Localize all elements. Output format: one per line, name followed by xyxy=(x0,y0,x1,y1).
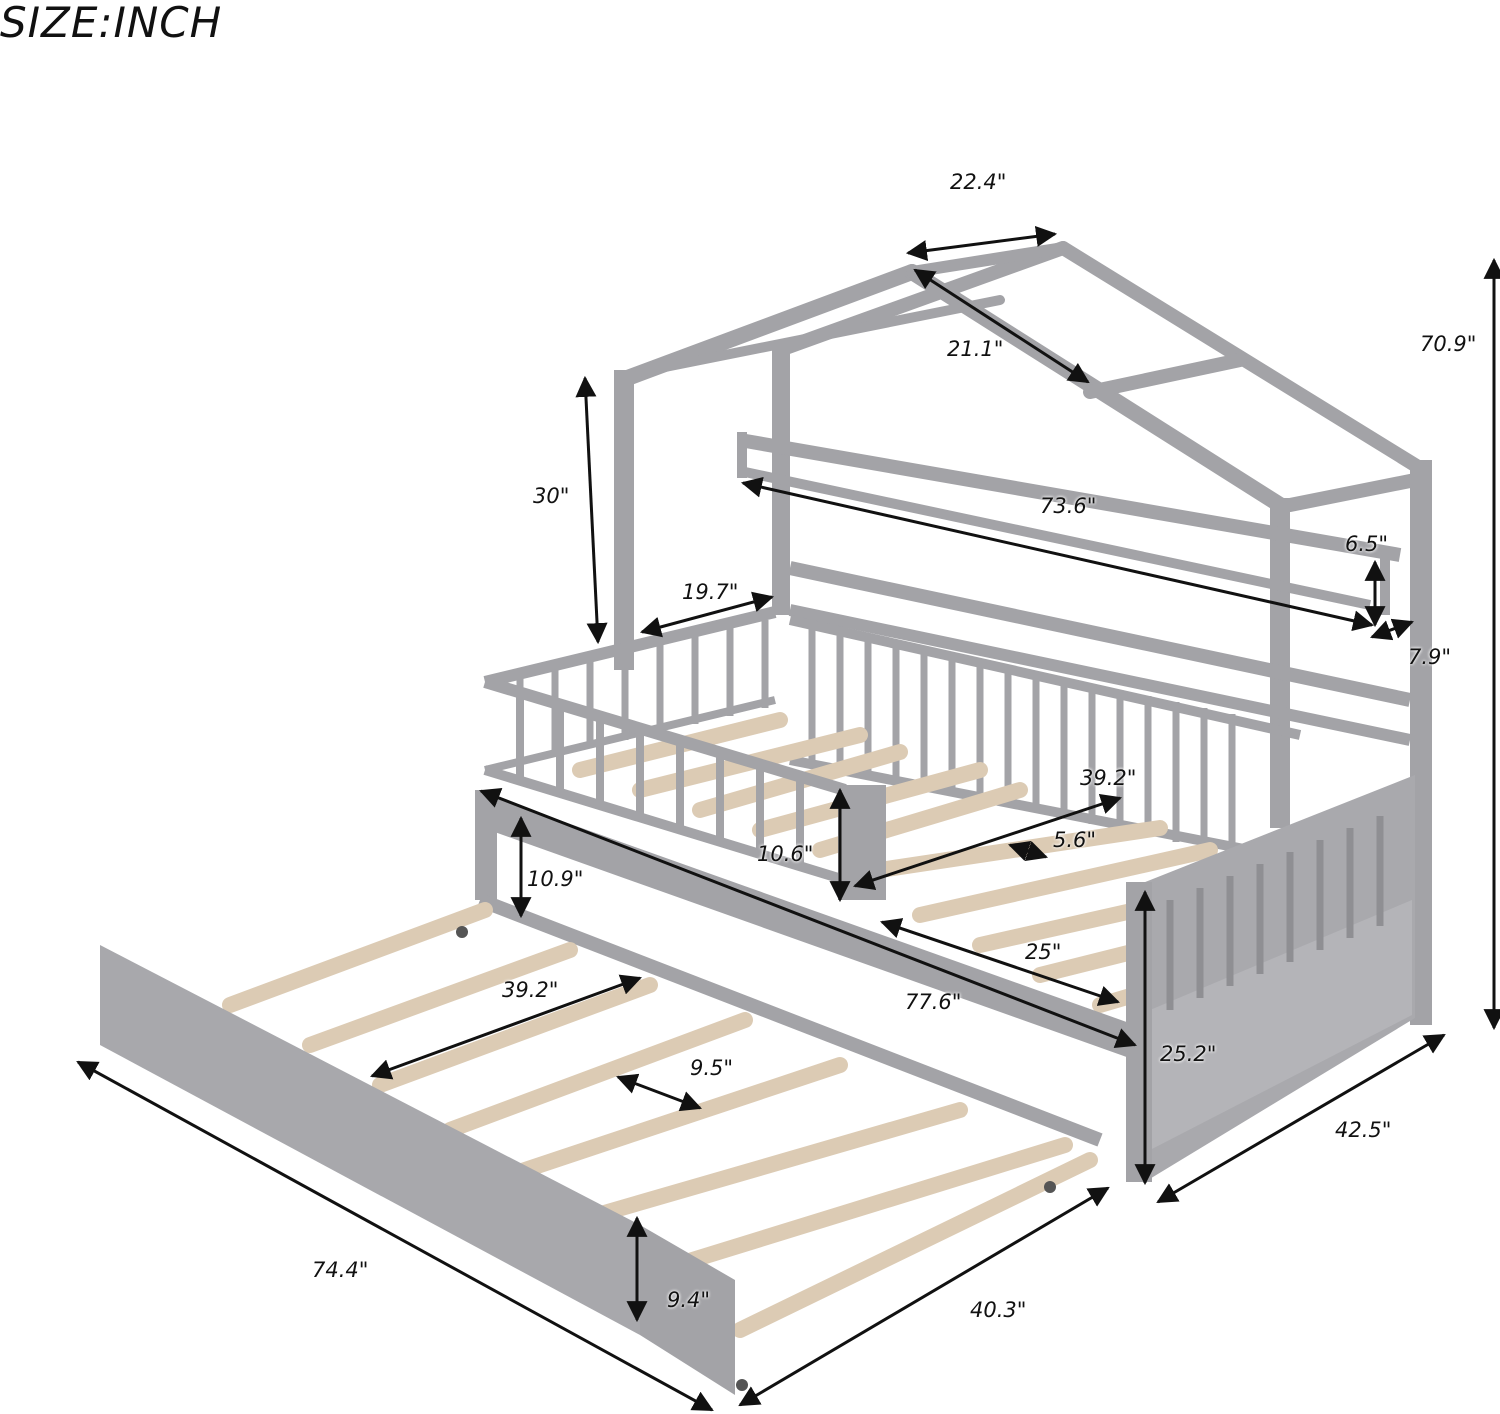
label-trundle-width: 40.3" xyxy=(970,1298,1027,1322)
label-shelf-height: 6.5" xyxy=(1345,532,1389,556)
label-footboard-height: 25.2" xyxy=(1160,1042,1217,1066)
label-slat-length: 39.2" xyxy=(1080,766,1137,790)
label-opening: 25" xyxy=(1025,940,1062,964)
back-guardrail xyxy=(788,615,1302,865)
label-slat-gap: 5.6" xyxy=(1053,828,1097,852)
label-trundle-length: 74.4" xyxy=(312,1258,369,1282)
label-shelf-depth: 7.9" xyxy=(1408,645,1452,669)
label-bed-width: 42.5" xyxy=(1335,1118,1392,1142)
end-guardrail xyxy=(483,606,777,774)
label-trundle-slat-gap: 9.5" xyxy=(690,1056,734,1080)
label-roof-depth: 22.4" xyxy=(950,170,1007,194)
label-guardrail-height: 10.6" xyxy=(757,842,814,866)
label-trundle-height: 9.4" xyxy=(667,1288,711,1312)
label-bed-length: 77.6" xyxy=(905,990,962,1014)
shelf xyxy=(737,432,1402,615)
label-headboard-post: 30" xyxy=(533,484,570,508)
size-unit-title: SIZE:INCH xyxy=(0,0,223,47)
label-total-height: 70.9" xyxy=(1420,332,1477,356)
label-under-clearance: 10.9" xyxy=(527,867,584,891)
dimension-arrows xyxy=(76,226,1500,1412)
label-trundle-slat-length: 39.2" xyxy=(502,978,559,1002)
label-roof-slope: 21.1" xyxy=(947,337,1004,361)
label-shelf-length: 73.6" xyxy=(1040,494,1097,518)
label-guardrail-end: 19.7" xyxy=(682,580,739,604)
